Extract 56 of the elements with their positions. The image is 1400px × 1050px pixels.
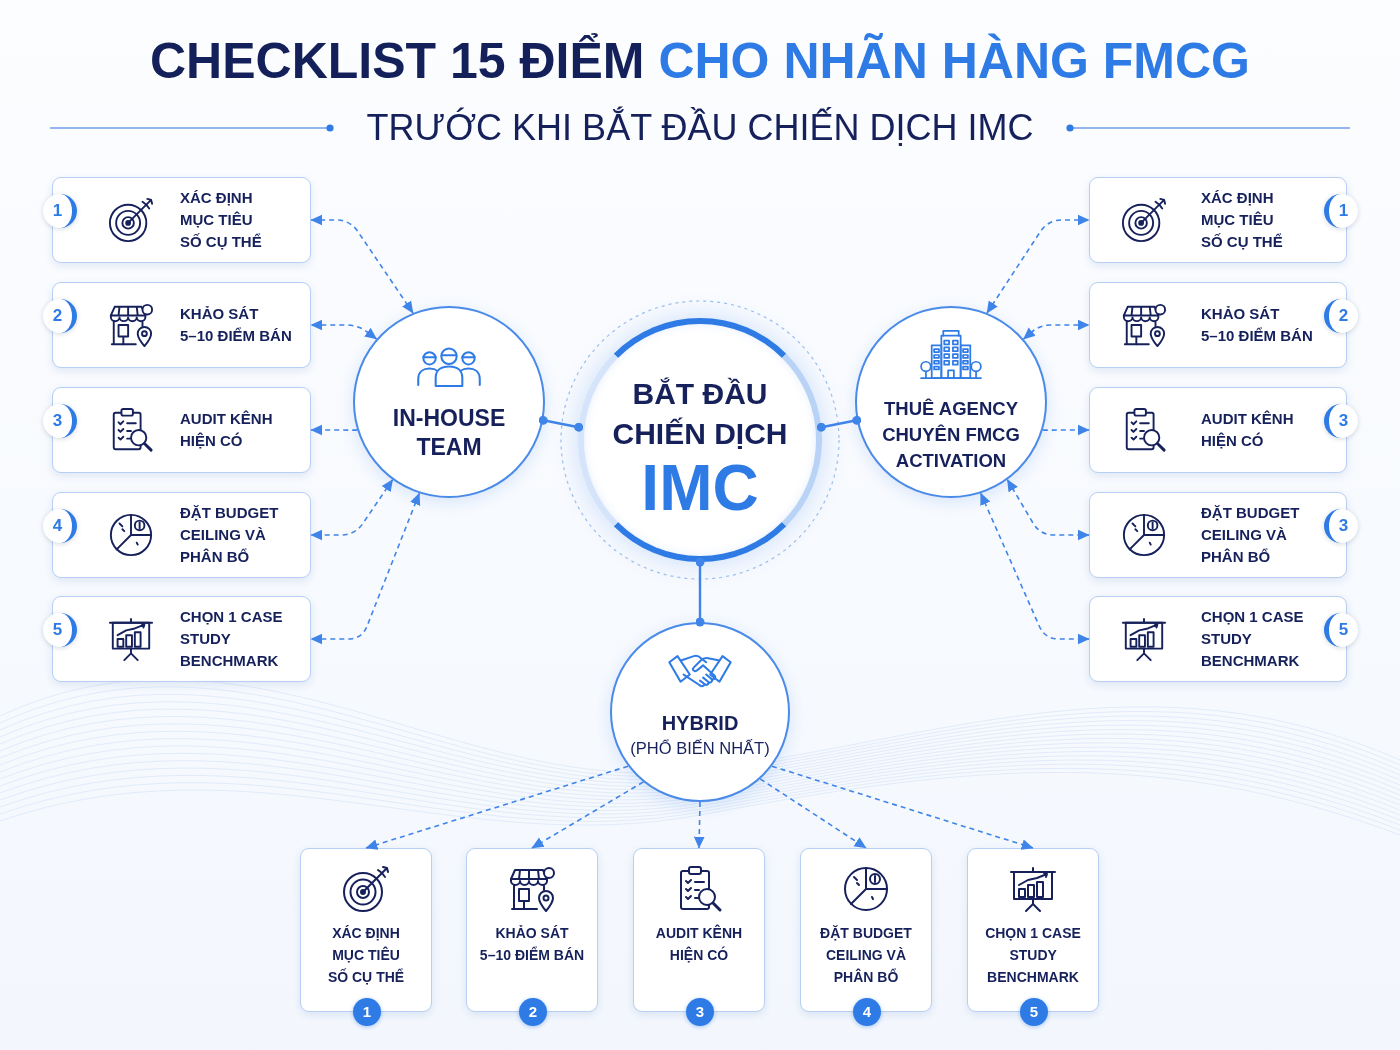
- step-number: 1: [43, 194, 77, 228]
- step-label: KHẢO SÁT 5–10 ĐIỂM BÁN: [1201, 304, 1314, 346]
- step-number: 3: [686, 998, 714, 1026]
- hub-acronym: IMC: [641, 454, 759, 522]
- option-title: IN-HOUSE TEAM: [391, 404, 507, 462]
- dashed-arrow: [1006, 478, 1090, 541]
- step-number: 4: [43, 509, 77, 543]
- step-label: XÁC ĐỊNH MỤC TIÊU SỐ CỤ THỂ: [1201, 188, 1284, 252]
- dashed-arrow: [979, 492, 1090, 645]
- dashed-arrow: [310, 492, 421, 645]
- dashed-arrow: [1022, 319, 1090, 340]
- step-number: 5: [1324, 613, 1358, 647]
- step-label: ĐẶT BUDGET CEILING VÀ PHÂN BỔ: [819, 924, 913, 987]
- dashed-arrow: [310, 478, 394, 541]
- title: CHECKLIST 15 ĐIỂM CHO NHÃN HÀNG FMCG: [149, 32, 1250, 91]
- dashed-arrow: [531, 781, 645, 849]
- step-label: ĐẶT BUDGET CEILING VÀ PHÂN BỔ: [1201, 503, 1301, 567]
- step-number: 3: [1324, 509, 1358, 543]
- option-note: (PHỔ BIẾN NHẤT): [630, 738, 770, 759]
- step-label: KHẢO SÁT 5–10 ĐIỂM BÁN: [180, 304, 293, 346]
- dashed-arrow: [771, 765, 1034, 850]
- step-label: KHẢO SÁT 5–10 ĐIỂM BÁN: [478, 924, 586, 965]
- step-number: 5: [1020, 998, 1048, 1026]
- step-label: XÁC ĐỊNH MỤC TIÊU SỐ CỤ THỂ: [180, 188, 263, 252]
- step-label: CHỌN 1 CASE STUDY BENCHMARK: [1201, 607, 1305, 671]
- connector-line: [816, 415, 862, 432]
- step-label: XÁC ĐỊNH MỤC TIÊU SỐ CỤ THỂ: [326, 924, 406, 987]
- step-number: 4: [853, 998, 881, 1026]
- dashed-arrow: [310, 319, 378, 340]
- connector-line: [538, 415, 584, 432]
- dashed-arrow: [986, 214, 1090, 314]
- subtitle: TRƯỚC KHI BẮT ĐẦU CHIẾN DỊCH IMC: [366, 105, 1034, 150]
- dashed-arrow: [759, 778, 867, 849]
- step-number: 1: [1324, 194, 1358, 228]
- dashed-arrow: [310, 214, 414, 314]
- step-number: 1: [353, 998, 381, 1026]
- step-number: 3: [1324, 404, 1358, 438]
- step-label: ĐẶT BUDGET CEILING VÀ PHÂN BỔ: [180, 503, 280, 567]
- step-number: 2: [1324, 299, 1358, 333]
- step-number: 2: [519, 998, 547, 1026]
- step-label: CHỌN 1 CASE STUDY BENCHMARK: [180, 607, 284, 671]
- step-label: AUDIT KÊNH HIỆN CÓ: [654, 923, 744, 965]
- step-number: 5: [43, 613, 77, 647]
- step-number: 2: [43, 299, 77, 333]
- dashed-arrow: [693, 801, 705, 849]
- step-number: 3: [43, 404, 77, 438]
- step-label: AUDIT KÊNH HIỆN CÓ: [180, 409, 274, 451]
- option-title: HYBRID: [661, 711, 739, 736]
- option-title: THUÊ AGENCY CHUYÊN FMCG ACTIVATION: [881, 397, 1021, 473]
- hub-title: BẮT ĐẦU CHIẾN DỊCH: [611, 376, 789, 452]
- dashed-arrow: [365, 765, 629, 850]
- connector-line: [695, 557, 705, 627]
- step-label: CHỌN 1 CASE STUDY BENCHMARK: [984, 924, 1082, 987]
- step-label: AUDIT KÊNH HIỆN CÓ: [1201, 409, 1295, 451]
- dashed-arrow: [1042, 424, 1090, 436]
- dashed-arrow: [310, 424, 358, 436]
